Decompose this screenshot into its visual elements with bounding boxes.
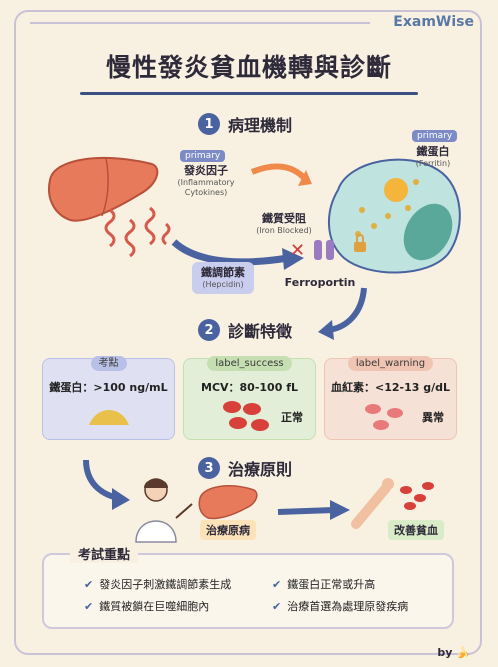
primary-tag-cytokines: primary: [180, 150, 226, 162]
ferroportin-channel-icon: [314, 240, 334, 260]
card-hemoglobin-note: 異常: [422, 411, 444, 424]
card-mcv-value: MCV：80-100 fL: [201, 381, 298, 394]
cytokine-squiggles-icon: [104, 206, 171, 258]
section-2-title: 診斷特徵: [228, 322, 293, 341]
iron-pile-icon: [89, 410, 129, 425]
arrow-to-improve-icon: [277, 500, 350, 520]
bone-marrow-icon: [351, 478, 434, 529]
key-point-text: 發炎因子刺激鐵調節素生成: [99, 578, 232, 591]
ferritin-label: 鐵蛋白 (Ferritin): [398, 143, 468, 169]
section-3-number: 3: [198, 457, 220, 479]
red-cells-low-icon: [365, 404, 403, 430]
card-mcv-tag: label_success: [207, 356, 292, 371]
section-2-number: 2: [198, 319, 220, 341]
key-point-item: ✔ 鐵蛋白正常或升高: [272, 576, 375, 592]
hepcidin-label-zh: 鐵調節素: [201, 266, 245, 279]
check-icon: ✔: [272, 599, 282, 613]
card-ferritin-tag: 考點: [90, 356, 127, 371]
check-icon: ✔: [272, 577, 282, 591]
iron-blocked-label-zh: 鐵質受阻: [262, 212, 306, 225]
ferritin-label-en: (Ferritin): [415, 159, 451, 168]
arrow-to-macrophage-icon: [250, 163, 312, 186]
card-hemoglobin-value: 血紅素：<12-13 g/dL: [330, 381, 450, 394]
section-3-title: 治療原則: [228, 460, 293, 479]
iron-blocked-label: 鐵質受阻 (Iron Blocked): [244, 210, 324, 236]
key-point-item: ✔ 鐵質被鎖在巨噬細胞內: [84, 598, 209, 614]
doctor-icon: [135, 478, 193, 543]
cytokines-label-zh: 發炎因子: [184, 164, 228, 177]
section-1-heading: 1 病理機制: [198, 112, 292, 136]
hepcidin-label: 鐵調節素 (Hepcidin): [192, 262, 254, 294]
liver-icon: [48, 156, 159, 222]
key-point-item: ✔ 發炎因子刺激鐵調節素生成: [84, 576, 231, 592]
title-underline: [80, 92, 418, 95]
treat-cause-label: 治療原病: [200, 520, 256, 540]
section-3-heading: 3 治療原則: [198, 456, 292, 480]
brand-name: ExamWise: [393, 14, 474, 30]
card-mcv-note: 正常: [281, 411, 303, 424]
banana-icon: 🍌: [456, 646, 470, 659]
footer-by: by: [437, 646, 453, 659]
key-points-box: [42, 553, 454, 629]
arrow-to-diagnosis-icon: [318, 287, 367, 340]
iron-blocked-label-en: (Iron Blocked): [256, 226, 312, 235]
footer-credit: by 🍌: [437, 646, 470, 659]
key-points-title: 考試重點: [70, 544, 139, 563]
key-point-item: ✔ 治療首選為處理原發疾病: [272, 598, 408, 614]
card-ferritin-value: 鐵蛋白：>100 ng/mL: [49, 381, 168, 394]
cytokines-label-en: (Inflammatory Cytokines): [177, 178, 235, 197]
primary-tag-ferritin: primary: [412, 130, 458, 142]
hepcidin-label-en: (Hepcidin): [202, 280, 244, 289]
card-hemoglobin-tag: label_warning: [347, 356, 434, 371]
card-hemoglobin: label_warning 血紅素：<12-13 g/dL 異常: [324, 356, 457, 440]
cytokines-label: 發炎因子 (Inflammatory Cytokines): [160, 162, 252, 198]
section-1-title: 病理機制: [228, 116, 293, 135]
page-frame: [14, 10, 482, 655]
ferritin-label-zh: 鐵蛋白: [416, 145, 450, 158]
arrow-to-treatment-icon: [83, 459, 130, 510]
red-cells-normal-icon: [223, 401, 269, 431]
hepcidin-arrow-icon: [171, 239, 304, 270]
block-x-icon: ✕: [290, 240, 306, 261]
card-mcv: label_success MCV：80-100 fL 正常: [183, 356, 316, 440]
check-icon: ✔: [84, 599, 94, 613]
section-1-number: 1: [198, 113, 220, 135]
key-point-text: 鐵質被鎖在巨噬細胞內: [99, 600, 210, 613]
section-2-heading: 2 診斷特徵: [198, 318, 292, 342]
check-icon: ✔: [84, 577, 94, 591]
improve-anemia-label: 改善貧血: [388, 520, 444, 540]
page-title: 慢性發炎貧血機轉與診斷: [105, 53, 392, 82]
macrophage-icon: [327, 158, 461, 274]
liver-small-icon: [198, 485, 258, 520]
card-ferritin: 考點 鐵蛋白：>100 ng/mL: [42, 356, 175, 440]
ferroportin-label: Ferroportin: [284, 276, 356, 289]
key-point-text: 治療首選為處理原發疾病: [287, 600, 409, 613]
key-point-text: 鐵蛋白正常或升高: [287, 578, 376, 591]
header-divider: [30, 22, 370, 24]
